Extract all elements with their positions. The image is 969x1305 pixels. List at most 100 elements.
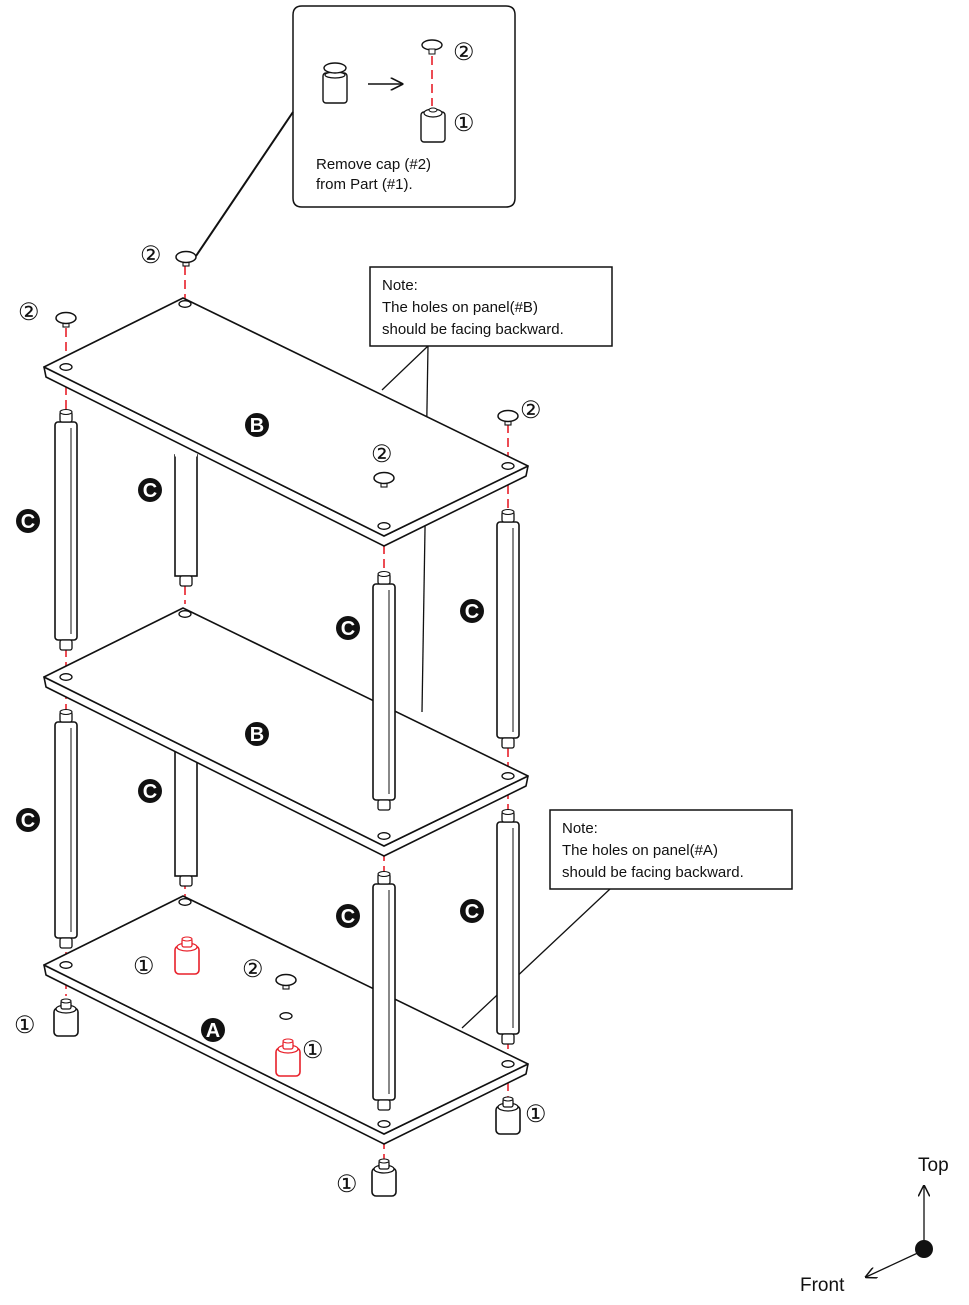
label-post-c-1: C — [16, 509, 40, 533]
label-cap-1: ② — [140, 242, 162, 269]
inset-cap-icon — [421, 39, 443, 55]
post-left-lower-bottom-pin — [59, 937, 73, 949]
svg-text:B: B — [250, 415, 264, 437]
panel-b-middle-hole-3 — [501, 772, 515, 780]
post-right-upper-bottom-pin — [501, 737, 515, 749]
note-panel-b: Note: The holes on panel(#B) should be f… — [369, 266, 613, 713]
label-post-c-3: C — [336, 616, 360, 640]
axis-origin-dot — [915, 1240, 933, 1258]
inset-assembled-part-icon — [322, 62, 348, 104]
svg-text:C: C — [21, 511, 35, 533]
post-left-upper-top-pin-end — [59, 408, 73, 416]
inset-part-icon — [420, 107, 446, 143]
panel-b-middle-top-face — [43, 607, 529, 847]
post-right-lower-bottom-pin — [501, 1033, 515, 1045]
inset-instruction-line1: Remove cap (#2) — [316, 156, 431, 173]
label-cap-5: ② — [242, 956, 264, 983]
panel-a-hole-1 — [59, 961, 73, 969]
label-post-c-2: C — [138, 478, 162, 502]
post-left-lower-top-pin-end — [59, 708, 73, 716]
panel-b-top-hole-4 — [377, 522, 391, 530]
svg-text:C: C — [21, 810, 35, 832]
label-post-c-5: C — [16, 808, 40, 832]
axis-top-label: Top — [918, 1155, 949, 1176]
shelf-assembly — [43, 250, 529, 1197]
svg-text:C: C — [143, 480, 157, 502]
svg-text:B: B — [250, 724, 264, 746]
axis-front-label: Front — [800, 1275, 845, 1296]
post-front-upper — [372, 583, 396, 801]
svg-text:C: C — [341, 906, 355, 928]
label-foot-5: ① — [336, 1171, 358, 1198]
post-right-upper — [496, 521, 520, 739]
foot-red-center-socket-top — [282, 1038, 294, 1044]
cap-right-head — [497, 409, 519, 423]
panel-b-middle-hole-4 — [377, 832, 391, 840]
svg-text:C: C — [143, 781, 157, 803]
label-foot-1: ① — [133, 953, 155, 980]
panel-b-top-top-face — [43, 297, 529, 537]
note-a-line3: should be facing backward. — [562, 864, 744, 881]
note-a-line2: The holes on panel(#A) — [562, 842, 718, 859]
label-foot-3: ① — [302, 1037, 324, 1064]
post-front-upper-bottom-pin — [377, 799, 391, 811]
post-left-upper — [54, 421, 78, 641]
inset-leader-line — [195, 111, 294, 257]
label-post-c-7: C — [336, 904, 360, 928]
post-right-lower-top-pin-end — [501, 808, 515, 816]
post-front-upper-top-pin-end — [377, 570, 391, 578]
foot-left-socket-top — [60, 998, 72, 1004]
post-left-upper-bottom-pin — [59, 639, 73, 651]
panel-a-center-hole — [279, 1012, 293, 1020]
label-cap-2: ② — [18, 299, 40, 326]
post-back-upper — [174, 454, 198, 577]
inset-cap-number: ② — [453, 39, 475, 66]
orientation-axes: Top Front — [800, 1155, 949, 1296]
foot-front-socket-top — [378, 1158, 390, 1164]
post-left-lower — [54, 721, 78, 939]
svg-text:A: A — [206, 1020, 220, 1042]
post-front-lower-top-pin-end — [377, 870, 391, 878]
note-b-line1: Note: — [382, 277, 418, 294]
post-back-lower — [174, 749, 198, 877]
label-foot-4: ① — [525, 1101, 547, 1128]
inset-instruction-line2: from Part (#1). — [316, 176, 413, 193]
svg-text:C: C — [465, 901, 479, 923]
panel-b-top-hole-2 — [178, 300, 192, 308]
panel-a-hole-3 — [501, 1060, 515, 1068]
panel-a-hole-4 — [377, 1120, 391, 1128]
axis-front-arrow — [866, 1250, 923, 1277]
post-front-lower — [372, 883, 396, 1101]
cap-extra-head — [275, 973, 297, 987]
part-labels: B B A C C C C C C C C ② ② ② ② ② ① ① ① ① … — [14, 242, 547, 1198]
label-post-c-8: C — [460, 899, 484, 923]
label-cap-4: ② — [520, 397, 542, 424]
post-back-upper-bottom-pin — [179, 575, 193, 587]
label-cap-3: ② — [371, 441, 393, 468]
foot-red-back-socket-top — [181, 936, 193, 942]
label-post-c-6: C — [138, 779, 162, 803]
note-panel-a: Note: The holes on panel(#A) should be f… — [461, 809, 793, 1029]
post-right-upper-top-pin-end — [501, 508, 515, 516]
inset-part-number: ① — [453, 110, 475, 137]
post-front-lower-bottom-pin — [377, 1099, 391, 1111]
foot-right-socket-top — [502, 1096, 514, 1102]
label-post-c-4: C — [460, 599, 484, 623]
cap-back-head — [175, 250, 197, 264]
panel-b-middle-hole-2 — [178, 610, 192, 618]
label-panel-b-middle: B — [245, 722, 269, 746]
svg-text:C: C — [341, 618, 355, 640]
label-panel-a: A — [201, 1018, 225, 1042]
svg-text:C: C — [465, 601, 479, 623]
panel-b-top-hole-1 — [59, 363, 73, 371]
panel-b-middle-hole-1 — [59, 673, 73, 681]
cap-front-head — [373, 471, 395, 485]
label-foot-2: ① — [14, 1012, 36, 1039]
note-b-line2: The holes on panel(#B) — [382, 299, 538, 316]
panel-a-hole-2 — [178, 898, 192, 906]
post-right-lower — [496, 821, 520, 1035]
label-panel-b-top: B — [245, 413, 269, 437]
inset-callout: ② ① Remove cap (#2) from Part (#1). — [195, 5, 516, 257]
panel-b-top-hole-3 — [501, 462, 515, 470]
